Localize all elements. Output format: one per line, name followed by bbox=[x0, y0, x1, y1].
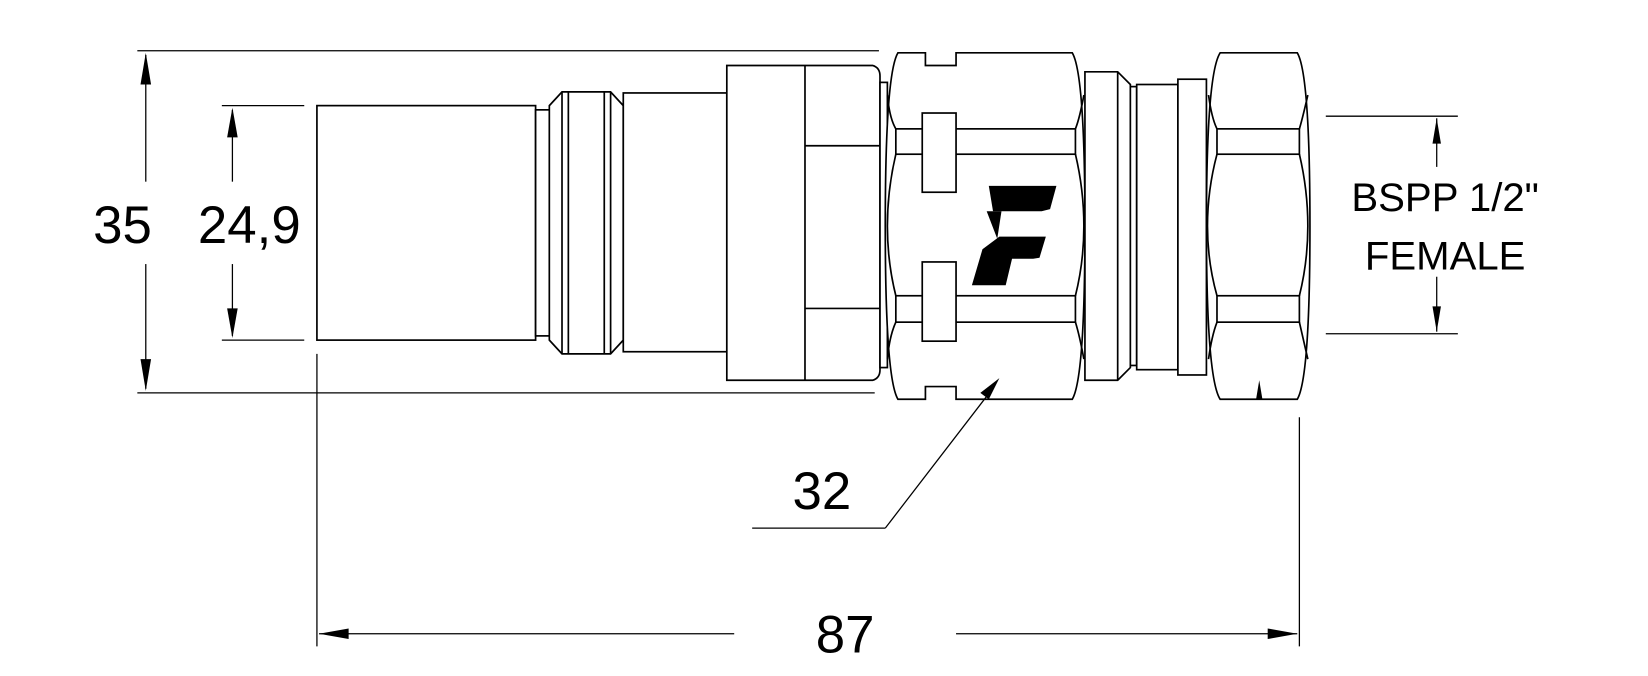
dimension-35: 35 bbox=[93, 50, 879, 394]
plug-body bbox=[316, 64, 889, 382]
thread-callout: BSPP 1/2" FEMALE bbox=[1325, 115, 1539, 335]
dimension-24-9: 24,9 bbox=[198, 104, 305, 341]
female-hex-nut bbox=[1205, 51, 1311, 401]
thread-gender-label: FEMALE bbox=[1365, 233, 1526, 278]
dimension-32: 32 bbox=[752, 378, 1000, 529]
dimension-24-9-label: 24,9 bbox=[198, 196, 301, 255]
dimension-87: 87 bbox=[316, 353, 1301, 665]
brand-logo-f bbox=[971, 185, 1057, 286]
adapter-body bbox=[1084, 70, 1208, 382]
coupling-nut bbox=[884, 51, 1086, 401]
dimension-32-label: 32 bbox=[793, 462, 852, 521]
thread-type-label: BSPP 1/2" bbox=[1351, 175, 1539, 220]
dimension-87-label: 87 bbox=[816, 606, 875, 665]
dimension-35-label: 35 bbox=[93, 196, 152, 255]
